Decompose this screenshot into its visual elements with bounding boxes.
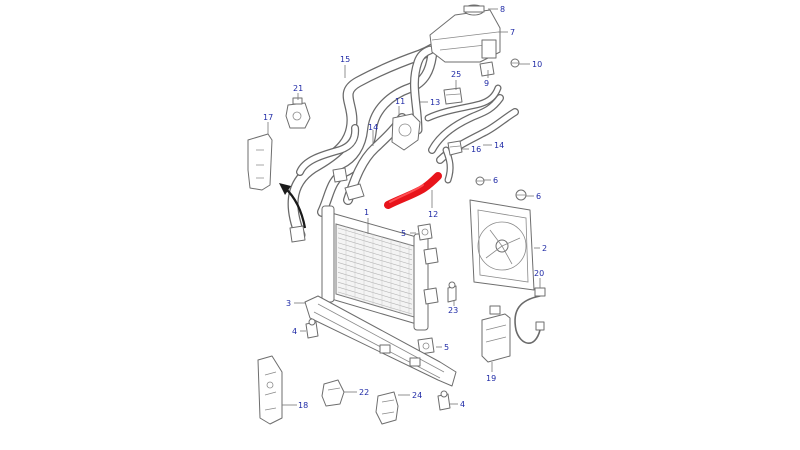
callout-12[interactable]: 12 (428, 210, 438, 219)
callout-22[interactable]: 22 (359, 388, 369, 397)
callout-4-right[interactable]: 4 (460, 400, 465, 409)
bolt-4-right (437, 390, 451, 411)
fan-shroud-assembly (469, 199, 535, 291)
bracket-17 (247, 133, 273, 191)
bracket-18 (257, 355, 283, 425)
sensor-bracket-21 (285, 97, 311, 129)
hose-clip-25 (443, 87, 463, 105)
fan-bolt-6-left (475, 176, 485, 186)
callout-25[interactable]: 25 (451, 70, 461, 79)
radiator-fin-line (337, 281, 413, 305)
expansion-tank (429, 9, 501, 63)
hose-clip-left (289, 167, 365, 243)
callout-21[interactable]: 21 (293, 84, 303, 93)
callout-6-left[interactable]: 6 (493, 176, 498, 185)
callout-9[interactable]: 9 (484, 79, 489, 88)
radiator-fin-line (337, 276, 413, 300)
clip-22 (321, 379, 345, 407)
callout-17[interactable]: 17 (263, 113, 273, 122)
bolt-4-left (305, 318, 319, 339)
callout-18[interactable]: 18 (298, 401, 308, 410)
callout-4-left[interactable]: 4 (292, 327, 297, 336)
radiator-mount-upper (417, 223, 433, 241)
radiator-fin-line (337, 286, 413, 310)
highlighted-hose-12[interactable] (384, 172, 442, 209)
callout-3[interactable]: 3 (286, 299, 291, 308)
radiator-support-cross-member (304, 295, 457, 387)
radiator-mount-lower (417, 337, 435, 355)
clip-24 (375, 391, 399, 425)
radiator-fin-line (337, 227, 413, 251)
tank-bracket-9 (479, 61, 495, 77)
callout-16[interactable]: 16 (471, 145, 481, 154)
callout-14-left[interactable]: 14 (368, 123, 378, 132)
radiator-fin-line (337, 232, 413, 256)
bolt-23 (447, 281, 457, 303)
callout-1[interactable]: 1 (364, 208, 369, 217)
tank-bolt-10 (510, 58, 520, 68)
thermostat-housing (391, 113, 421, 151)
callout-8[interactable]: 8 (500, 5, 505, 14)
expansion-tank-cap (463, 4, 485, 16)
radiator-fin-line (337, 272, 413, 295)
callout-labels: 8 7 9 10 15 25 13 11 14 14 21 17 16 6 6 … (263, 5, 547, 410)
callout-24[interactable]: 24 (412, 391, 422, 400)
leader-lines (267, 8, 541, 406)
callout-5-lower[interactable]: 5 (444, 343, 449, 352)
callout-10[interactable]: 10 (532, 60, 542, 69)
radiator-fin-line (337, 257, 413, 280)
radiator-fin-line (337, 252, 413, 275)
control-module-19 (481, 305, 511, 363)
callout-19[interactable]: 19 (486, 374, 496, 383)
hose-clip-16 (447, 140, 463, 156)
wiring-harness-20 (514, 287, 546, 344)
radiator-fin-line (337, 291, 413, 315)
radiator-fin-line (337, 247, 413, 270)
callout-2[interactable]: 2 (542, 244, 547, 253)
callout-7[interactable]: 7 (510, 28, 515, 37)
callout-20[interactable]: 20 (534, 269, 544, 278)
radiator-fin-line (337, 267, 413, 290)
callout-23[interactable]: 23 (448, 306, 458, 315)
radiator-fin-line (337, 262, 413, 285)
callout-5-upper[interactable]: 5 (401, 229, 406, 238)
radiator-fin-line (337, 242, 413, 266)
fan-bolt-6-right (515, 189, 527, 201)
callout-13[interactable]: 13 (430, 98, 440, 107)
callout-11[interactable]: 11 (395, 97, 405, 106)
curved-arrow-icon (279, 183, 307, 229)
radiator (321, 205, 439, 331)
radiator-fin-line (337, 237, 413, 261)
upper-hose-assembly (287, 32, 456, 241)
callout-6-right[interactable]: 6 (536, 192, 541, 201)
callout-14-right[interactable]: 14 (494, 141, 504, 150)
callout-15[interactable]: 15 (340, 55, 350, 64)
